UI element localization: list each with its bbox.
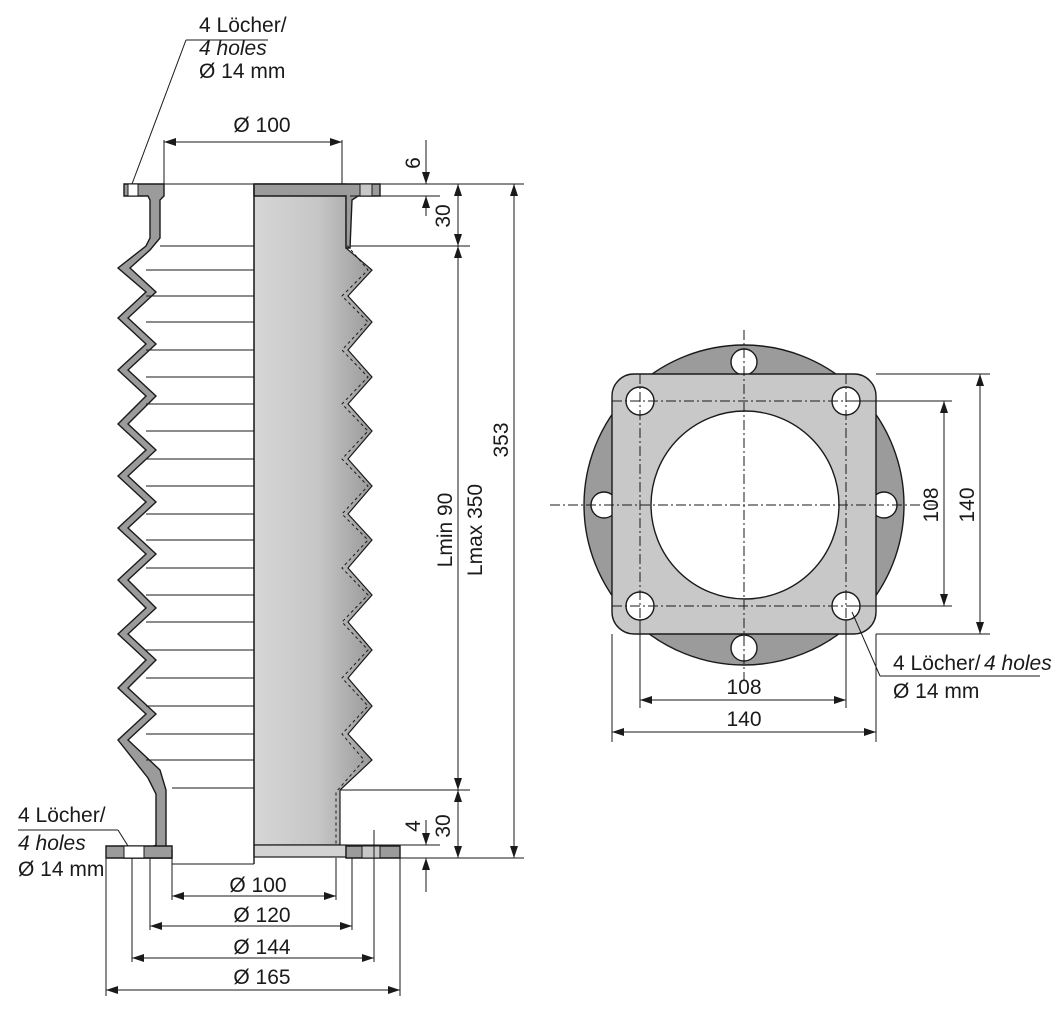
top-view-holes-label-de: 4 Löcher/: [893, 652, 981, 675]
top-view: 108 140 108 140 4 Löcher/ 4 ho: [550, 330, 1052, 742]
side-view: Ø 100 4 Löcher/ 4 holes Ø 14 mm 6: [18, 14, 524, 996]
total-height: 353: [490, 422, 513, 457]
bellows-body-right-half: [253, 183, 373, 846]
flange-size-horizontal: 140: [726, 708, 761, 731]
flange-thickness-bottom: 4: [402, 820, 425, 832]
top-holes-label-de: 4 Löcher/: [199, 14, 287, 37]
dim-right-vertical: 6 30 Lmin 90 Lmax 350 30 4: [340, 140, 524, 892]
bottom-holes-label-de: 4 Löcher/: [18, 804, 106, 827]
cuff-height-top: 30: [432, 204, 455, 227]
flange-size-vertical: 140: [956, 487, 979, 522]
bottom-holes-diameter: Ø 14 mm: [18, 858, 104, 881]
top-view-holes-label-en: 4 holes: [984, 652, 1052, 675]
top-view-holes-diameter: Ø 14 mm: [893, 680, 979, 703]
top-holes-label-en: 4 holes: [199, 37, 267, 60]
bottom-diameter-165: Ø 165: [233, 966, 290, 989]
top-flange-left: [116, 183, 173, 859]
top-holes-diameter: Ø 14 mm: [199, 60, 285, 83]
bottom-flange-hole-left: [123, 845, 145, 859]
lmin-label: Lmin 90: [434, 493, 457, 568]
hole-spacing-vertical: 108: [920, 487, 943, 522]
top-flange-hole-right: [359, 183, 373, 197]
cuff-height-bottom: 30: [432, 814, 455, 837]
bottom-flange-hole-right: [361, 845, 381, 859]
top-flange-right: [253, 183, 381, 249]
bottom-diameter-144: Ø 144: [233, 936, 291, 959]
lmax-label: Lmax 350: [464, 484, 487, 576]
dim-top-diameter: Ø 100: [163, 114, 343, 184]
fold-lines: [146, 183, 254, 865]
bottom-cuff-band: [253, 844, 347, 858]
top-flange-hole-left: [127, 183, 139, 197]
bottom-holes-callout: 4 Löcher/ 4 holes Ø 14 mm: [18, 804, 129, 881]
top-view-dim-horizontal: 108 140: [611, 620, 877, 742]
top-holes-callout: 4 Löcher/ 4 holes Ø 14 mm: [131, 14, 287, 185]
bottom-diameter-120: Ø 120: [233, 904, 290, 927]
top-view-holes-callout: 4 Löcher/ 4 holes Ø 14 mm: [851, 611, 1052, 703]
dim-bottom-diameters: Ø 100 Ø 120 Ø 144 Ø 165: [105, 830, 401, 996]
top-diameter-label: Ø 100: [233, 114, 290, 137]
hole-spacing-horizontal: 108: [726, 676, 761, 699]
bottom-diameter-100: Ø 100: [229, 874, 286, 897]
top-view-dim-vertical: 108 140: [846, 373, 990, 635]
flange-thickness-top: 6: [402, 157, 425, 169]
bottom-holes-label-en: 4 holes: [18, 832, 86, 855]
